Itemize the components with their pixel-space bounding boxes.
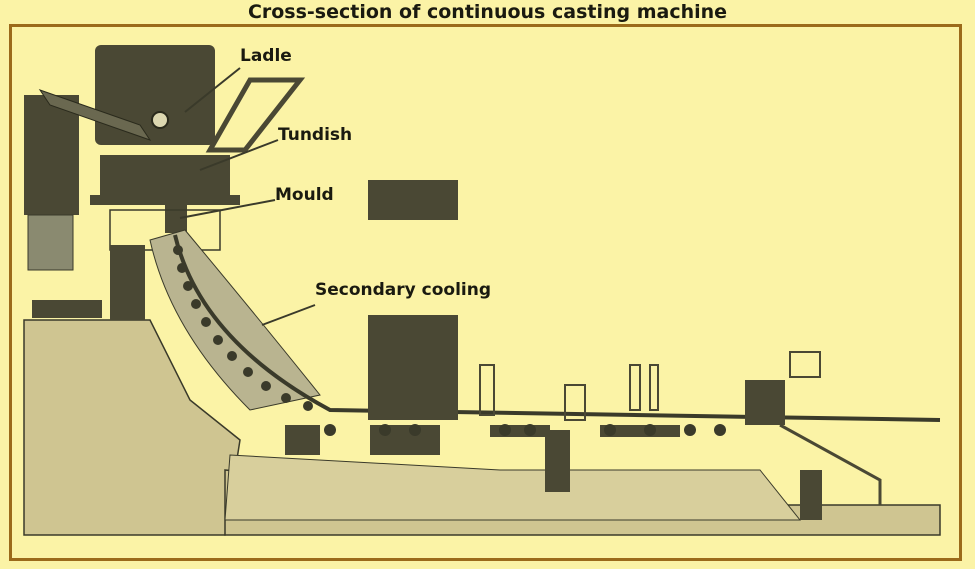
- ground-slope: [224, 454, 802, 521]
- strand-rollers: [173, 245, 313, 411]
- upper-equipment: [479, 351, 821, 421]
- label-tundish: Tundish: [278, 125, 353, 145]
- strand: [173, 234, 941, 422]
- cooling-chamber: [149, 229, 321, 411]
- ladle-body: [95, 45, 215, 145]
- ground-left: [23, 319, 241, 536]
- label-ladle: Ladle: [240, 46, 292, 66]
- discharge-ramp: [779, 423, 882, 505]
- mould-leader: [179, 199, 276, 219]
- top-block: [368, 180, 458, 220]
- secondary-cooling-leader: [261, 304, 316, 326]
- end-structure: [800, 470, 822, 520]
- ladle-support: [205, 77, 306, 153]
- label-mould: Mould: [275, 185, 334, 205]
- runout-machinery: [285, 380, 785, 455]
- mould-body: [165, 205, 187, 233]
- left-equipment: [32, 300, 102, 318]
- mould-column: [110, 245, 145, 320]
- support-pillar: [545, 430, 570, 492]
- ladle-pivot: [151, 111, 169, 129]
- label-secondary-cooling: Secondary cooling: [315, 280, 492, 300]
- diagram-frame: [9, 24, 962, 561]
- diagram-title: Cross-section of continuous casting mach…: [247, 1, 728, 23]
- tundish-platform: [90, 195, 240, 205]
- ladle-arm: [38, 89, 152, 141]
- tundish-body: [100, 155, 230, 195]
- central-block: [368, 315, 458, 420]
- ladle-leader: [184, 67, 241, 113]
- left-structure: [24, 95, 79, 215]
- left-tower: [27, 214, 74, 271]
- runout-rollers: [324, 424, 726, 436]
- tundish-leader: [199, 139, 279, 171]
